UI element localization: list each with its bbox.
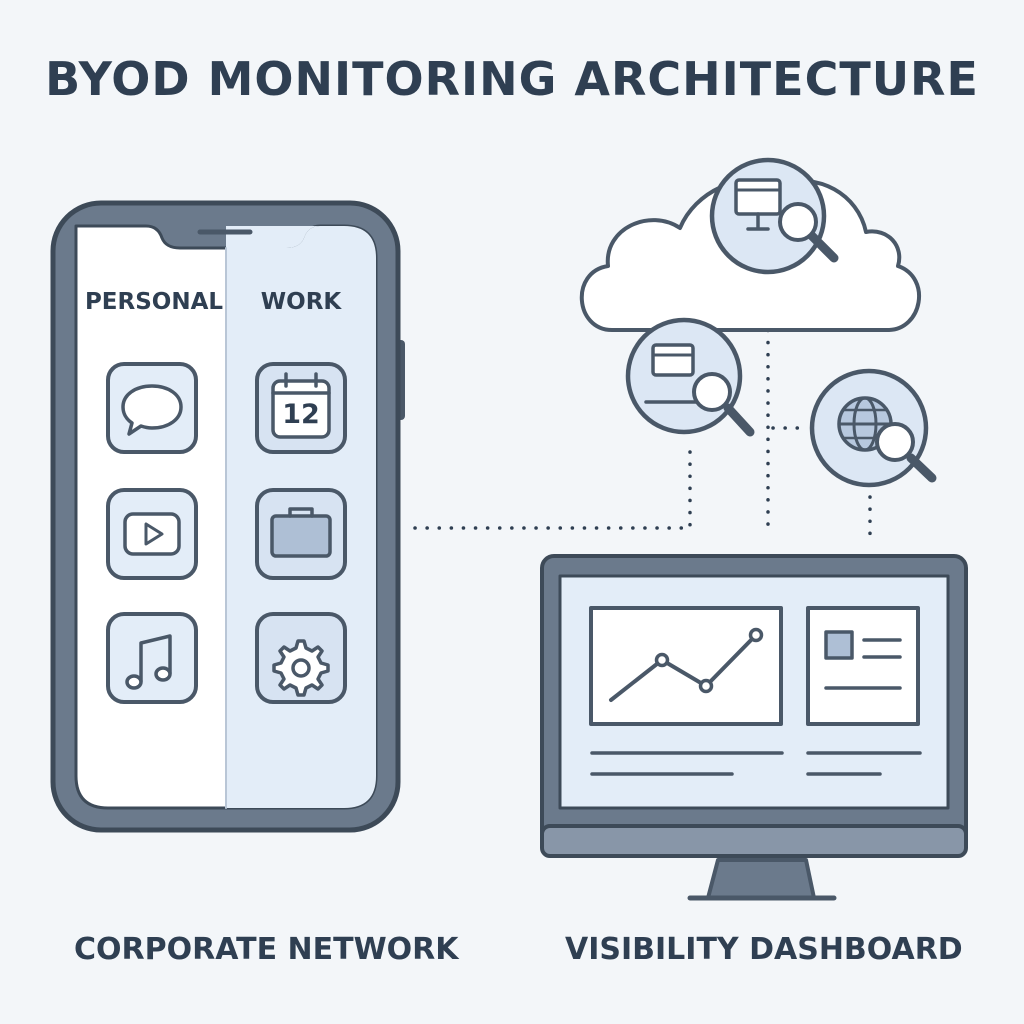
connector-phone-to-laptop-monitor	[413, 444, 692, 530]
monitor-stand	[706, 858, 816, 900]
monitor-chin	[540, 824, 968, 858]
personal-app-music	[106, 612, 198, 704]
work-app-briefcase	[255, 488, 347, 580]
monitor-search-icon	[709, 157, 839, 275]
calendar-day-number: 12	[282, 399, 320, 430]
gear-icon	[272, 639, 330, 697]
calendar-icon	[271, 372, 331, 439]
dashboard-monitor	[540, 554, 968, 901]
summary-lines	[590, 751, 922, 776]
globe-search-icon	[809, 368, 937, 488]
personal-profile-label: PERSONAL	[84, 289, 224, 315]
line-chart-panel	[589, 606, 783, 726]
network-connectors	[413, 280, 872, 542]
chat-bubble-icon	[121, 384, 183, 436]
laptop-search-icon	[625, 317, 755, 437]
profile-card-panel	[806, 606, 920, 726]
diagram-title: BYOD MONITORING ARCHITECTURE	[45, 52, 979, 106]
briefcase-icon	[270, 507, 332, 558]
work-profile-label: WORK	[260, 289, 342, 315]
personal-app-chat	[106, 362, 198, 454]
smartphone	[50, 200, 405, 833]
play-button-icon	[123, 512, 181, 556]
music-note-icon	[125, 634, 172, 690]
corporate-network-label: CORPORATE NETWORK	[74, 932, 459, 967]
visibility-dashboard-label: VISIBILITY DASHBOARD	[565, 932, 963, 967]
personal-app-video	[106, 488, 198, 580]
work-app-settings	[255, 612, 347, 704]
work-app-calendar	[255, 362, 347, 454]
